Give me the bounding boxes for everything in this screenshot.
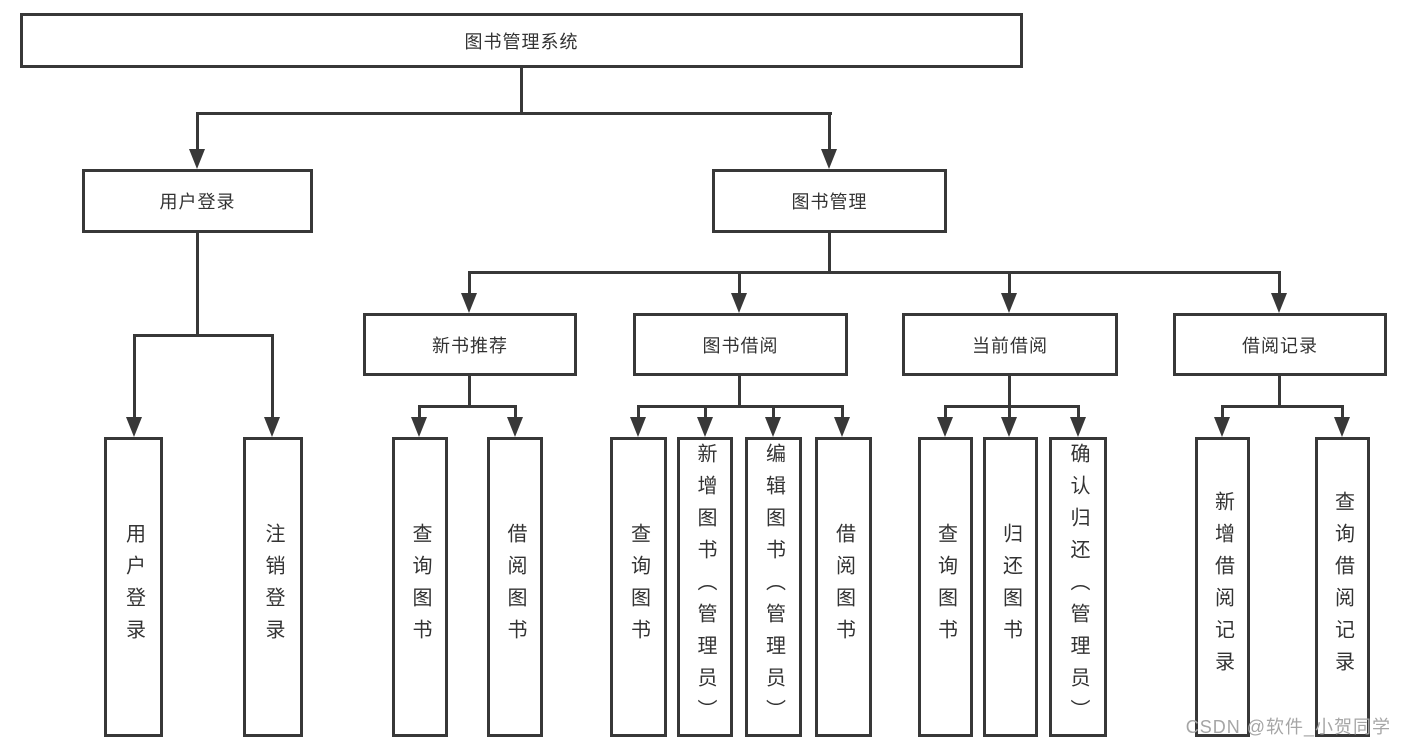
arrow-down-icon xyxy=(697,417,713,437)
connector-userlogin-drop-2 xyxy=(271,334,274,417)
arrow-down-icon xyxy=(126,417,142,437)
connector-bookmgmt-drop-4 xyxy=(1278,271,1281,294)
arrow-down-icon xyxy=(937,417,953,437)
arrow-down-icon xyxy=(264,417,280,437)
leaf-add-borrow-record: 新增借阅记录 xyxy=(1195,437,1250,737)
leaf-edit-books-admin: 编辑图书（管理员） xyxy=(745,437,802,737)
connector-newbook-hline xyxy=(418,405,517,408)
node-borrow-records: 借阅记录 xyxy=(1173,313,1387,376)
node-current-borrow-label: 当前借阅 xyxy=(972,335,1048,356)
connector-newbook-drop-1 xyxy=(418,405,421,419)
arrow-down-icon xyxy=(630,417,646,437)
connector-current-drop-1 xyxy=(944,405,947,419)
leaf-confirm-return-admin: 确认归还（管理员） xyxy=(1049,437,1107,737)
leaf-borrow-books-recommend: 借阅图书 xyxy=(487,437,543,737)
connector-userlogin-drop-1 xyxy=(133,334,136,417)
connector-borrow-stem xyxy=(738,376,741,407)
connector-userlogin-stem xyxy=(196,233,199,337)
connector-bookmgmt-drop-3 xyxy=(1008,271,1011,294)
leaf-borrow-books: 借阅图书 xyxy=(815,437,872,737)
leaf-label: 查询图书 xyxy=(409,523,431,651)
connector-borrow-drop-1 xyxy=(637,405,640,419)
leaf-label: 查询图书 xyxy=(627,523,650,651)
arrow-down-icon xyxy=(411,417,427,437)
connector-records-hline xyxy=(1221,405,1344,408)
connector-current-hline xyxy=(944,405,1080,408)
connector-current-drop-3 xyxy=(1077,405,1080,419)
connector-records-drop-2 xyxy=(1341,405,1344,419)
connector-records-stem xyxy=(1278,376,1281,407)
connector-root-stem xyxy=(520,68,523,115)
connector-newbook-stem xyxy=(468,376,471,407)
leaf-label: 借阅图书 xyxy=(504,523,526,651)
leaf-label: 归还图书 xyxy=(999,523,1022,651)
leaf-label: 确认归还（管理员） xyxy=(1067,443,1089,731)
leaf-query-books-borrow: 查询图书 xyxy=(610,437,667,737)
arrow-down-icon xyxy=(1271,293,1287,313)
connector-records-drop-1 xyxy=(1221,405,1224,419)
leaf-label: 借阅图书 xyxy=(832,523,855,651)
node-root-label: 图书管理系统 xyxy=(464,31,579,52)
arrow-down-icon xyxy=(507,417,523,437)
connector-bookmgmt-hline xyxy=(468,271,1281,274)
node-new-book-recommend-label: 新书推荐 xyxy=(432,335,508,356)
leaf-label: 用户登录 xyxy=(122,523,145,651)
connector-userlogin-hline xyxy=(133,334,274,337)
arrow-down-icon xyxy=(765,417,781,437)
leaf-return-books: 归还图书 xyxy=(983,437,1038,737)
connector-newbook-drop-2 xyxy=(514,405,517,419)
node-book-management: 图书管理 xyxy=(712,169,947,233)
node-book-borrow-label: 图书借阅 xyxy=(702,335,779,356)
leaf-query-borrow-record: 查询借阅记录 xyxy=(1315,437,1370,737)
leaf-label: 新增借阅记录 xyxy=(1211,491,1234,683)
arrow-down-icon xyxy=(1214,417,1230,437)
node-root: 图书管理系统 xyxy=(20,13,1023,68)
arrow-down-icon xyxy=(189,149,205,169)
connector-borrow-drop-2 xyxy=(704,405,707,419)
connector-borrow-drop-3 xyxy=(772,405,775,419)
leaf-label: 查询图书 xyxy=(934,523,957,651)
leaf-label: 注销登录 xyxy=(262,523,284,651)
connector-bookmgmt-drop-1 xyxy=(468,271,471,294)
watermark-text: CSDN @软件_小贺同学 xyxy=(1185,717,1391,737)
node-book-management-label: 图书管理 xyxy=(791,192,868,212)
connector-root-drop-1 xyxy=(196,112,199,150)
leaf-logout: 注销登录 xyxy=(243,437,303,737)
arrow-down-icon xyxy=(731,293,747,313)
connector-root-hline xyxy=(196,112,832,115)
node-user-login: 用户登录 xyxy=(82,169,313,233)
leaf-query-books-current: 查询图书 xyxy=(918,437,973,737)
arrow-down-icon xyxy=(461,293,477,313)
node-current-borrow: 当前借阅 xyxy=(902,313,1118,376)
connector-root-drop-2 xyxy=(828,112,831,150)
leaf-query-books-recommend: 查询图书 xyxy=(392,437,448,737)
leaf-add-books-admin: 新增图书（管理员） xyxy=(677,437,733,737)
arrow-down-icon xyxy=(1001,293,1017,313)
leaf-label: 查询借阅记录 xyxy=(1331,491,1354,683)
connector-current-drop-2 xyxy=(1008,405,1011,419)
arrow-down-icon xyxy=(821,149,837,169)
leaf-label: 编辑图书（管理员） xyxy=(762,443,785,731)
node-user-login-label: 用户登录 xyxy=(159,192,236,212)
leaf-label: 新增图书（管理员） xyxy=(694,443,716,731)
node-new-book-recommend: 新书推荐 xyxy=(363,313,577,376)
connector-bookmgmt-drop-2 xyxy=(738,271,741,294)
connector-current-stem xyxy=(1008,376,1011,407)
node-book-borrow: 图书借阅 xyxy=(633,313,848,376)
arrow-down-icon xyxy=(834,417,850,437)
connector-borrow-hline xyxy=(637,405,844,408)
arrow-down-icon xyxy=(1334,417,1350,437)
connector-bookmgmt-stem xyxy=(828,233,831,274)
leaf-user-login: 用户登录 xyxy=(104,437,163,737)
node-borrow-records-label: 借阅记录 xyxy=(1242,335,1318,356)
connector-borrow-drop-4 xyxy=(841,405,844,419)
arrow-down-icon xyxy=(1001,417,1017,437)
arrow-down-icon xyxy=(1070,417,1086,437)
